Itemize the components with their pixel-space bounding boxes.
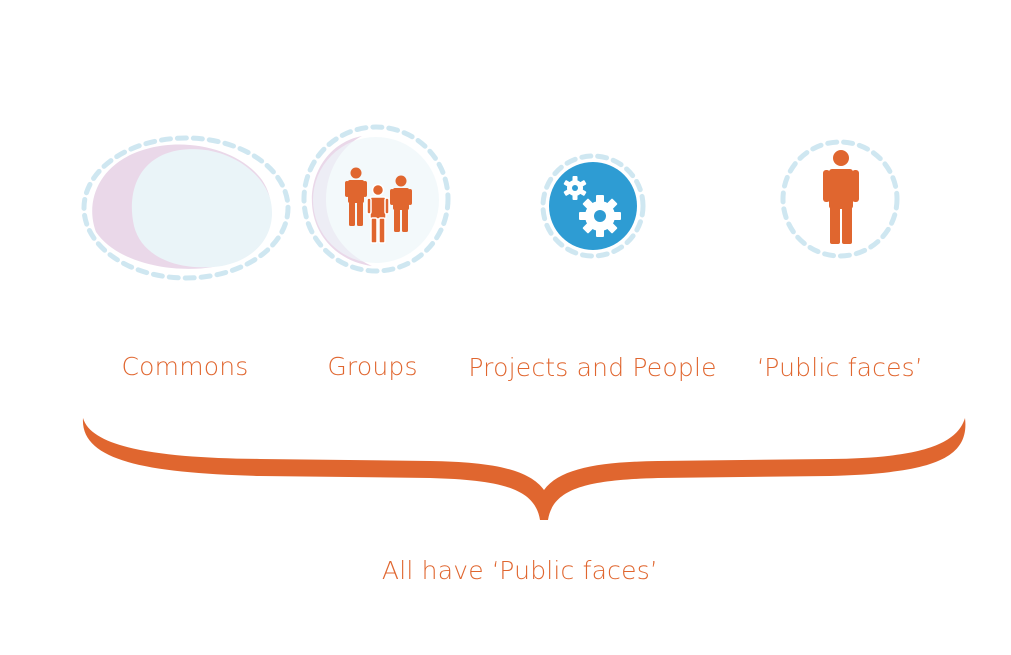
commons-label: Commons <box>121 352 249 381</box>
summary-label: All have ‘Public faces’ <box>381 556 659 585</box>
group-people-icon <box>301 124 451 274</box>
public-faces-label: ‘Public faces’ <box>756 353 924 382</box>
gears-icon <box>540 153 646 259</box>
curly-brace-icon <box>82 418 966 520</box>
projects-label: Projects and People <box>468 353 717 382</box>
groups-label: Groups <box>327 352 418 381</box>
person-icon <box>780 139 900 259</box>
commons-bubble-icon <box>81 135 291 281</box>
